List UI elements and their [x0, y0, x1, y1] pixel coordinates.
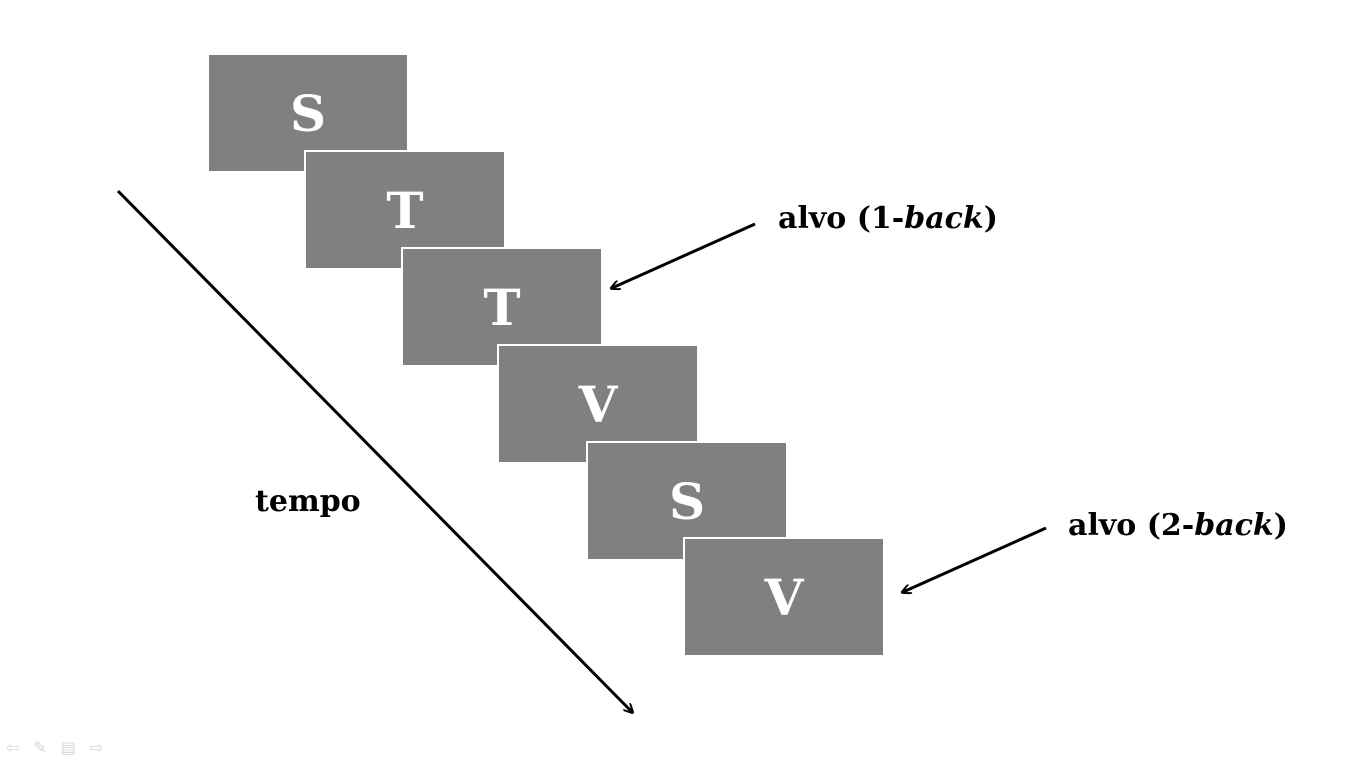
stimulus-letter: T [483, 277, 521, 337]
target-italic: back [904, 201, 984, 236]
stimulus-letter: V [764, 567, 804, 627]
time-arrow [116, 189, 632, 712]
target-prefix: alvo (1- [778, 201, 905, 236]
target-prefix: alvo (2- [1068, 508, 1195, 543]
stimulus-letter: V [578, 374, 618, 434]
stimulus-letter: T [386, 180, 424, 240]
previous-slide-icon[interactable]: ⇦ [6, 738, 20, 757]
next-slide-icon[interactable]: ⇨ [89, 738, 104, 757]
target-suffix: ) [983, 201, 998, 236]
stimulus-letter: S [668, 471, 706, 531]
stimulus-letter: S [289, 83, 327, 143]
target-1back-label: alvo (1-back) [778, 201, 998, 236]
target-1back-arrow [612, 222, 756, 288]
menu-icon[interactable]: ▤ [60, 738, 76, 757]
target-2back-arrow [903, 526, 1047, 592]
time-label: tempo [255, 484, 361, 519]
target-suffix: ) [1273, 508, 1288, 543]
slideshow-controls: ⇦ ✎ ▤ ⇨ [6, 738, 103, 757]
target-2back-label: alvo (2-back) [1068, 508, 1288, 543]
stimulus-6: V [683, 537, 885, 657]
pen-icon[interactable]: ✎ [33, 738, 47, 757]
stimulus-5: S [586, 441, 788, 561]
target-italic: back [1194, 508, 1274, 543]
